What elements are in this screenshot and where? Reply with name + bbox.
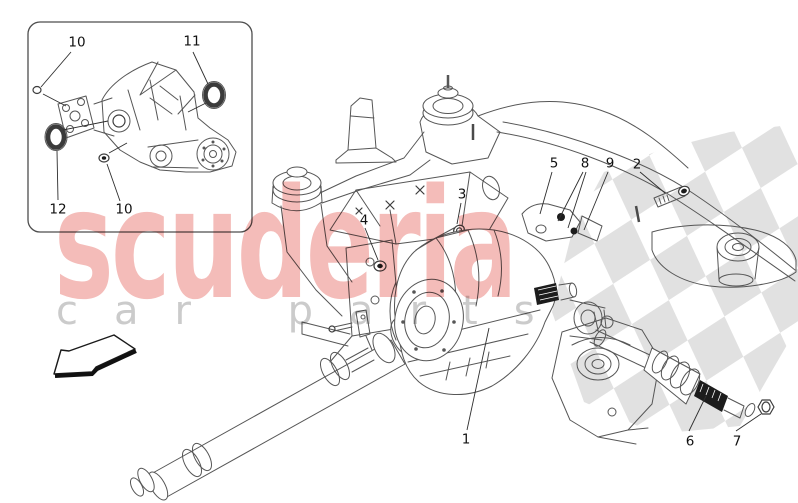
subframe-drawing	[271, 75, 797, 445]
callout-11: 11	[183, 33, 201, 50]
axle-shaft-drawing	[589, 329, 775, 419]
seal-ring-12	[44, 123, 68, 151]
callout-10-upper: 10	[68, 34, 86, 51]
plug-10-lower	[98, 153, 110, 163]
callout-2: 2	[632, 156, 642, 173]
checkered-flag-pattern	[552, 124, 798, 434]
callout-5: 5	[549, 155, 559, 172]
callout-9: 9	[605, 155, 615, 172]
differential-drawing	[389, 228, 614, 395]
callout-3: 3	[457, 186, 467, 203]
plug-10-upper	[32, 85, 42, 95]
callout-8: 8	[580, 155, 590, 172]
callout-6: 6	[685, 433, 695, 450]
watermark-brand: scuderia	[54, 156, 518, 333]
callout-leader-lines	[364, 171, 762, 432]
seal-ring-11	[202, 81, 226, 109]
inset-differential-housing	[57, 61, 237, 173]
driveshaft-drawing	[129, 309, 422, 501]
inset-detail-box	[27, 21, 253, 233]
callout-12: 12	[49, 201, 67, 218]
forward-direction-arrow-icon	[53, 334, 137, 378]
callout-7: 7	[732, 433, 742, 450]
callout-4: 4	[359, 212, 369, 229]
bolt-item-2	[653, 185, 690, 208]
callout-1: 1	[461, 431, 471, 448]
watermark-tagline: car parts	[56, 288, 571, 334]
callout-10-lower: 10	[115, 201, 133, 218]
